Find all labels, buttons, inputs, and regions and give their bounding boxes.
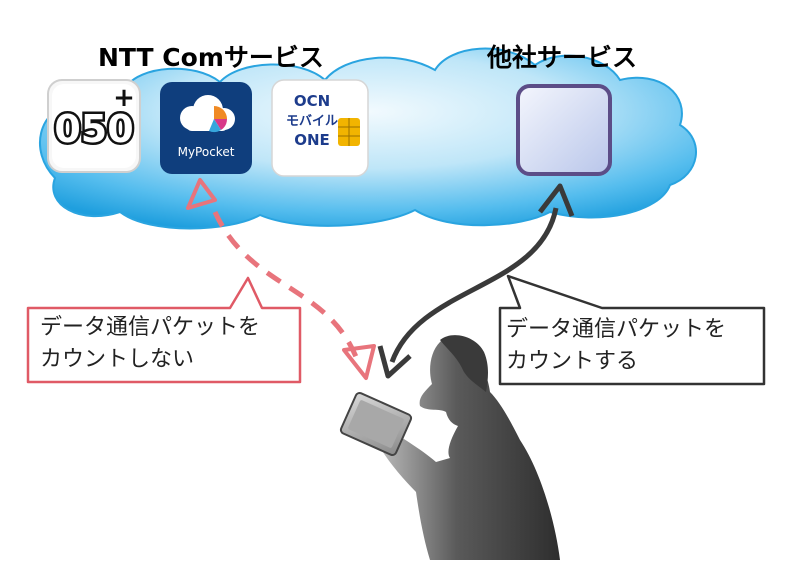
callout-not-counted-line2: カウントしない: [40, 347, 195, 372]
red-dashed-arrow: [186, 178, 376, 380]
callout-counted: [498, 274, 766, 386]
app-050-digits: 050: [54, 107, 133, 151]
app-050plus-tile: 050 050 +: [47, 79, 141, 173]
dark-bidirectional-arrow: [377, 183, 575, 379]
app-ocn-tile: OCN モバイル ONE: [271, 79, 369, 177]
cloud-icon: [180, 95, 235, 133]
plus-icon: +: [113, 83, 135, 113]
sim-card-icon: [338, 118, 360, 146]
other-services-label: 他社サービス: [487, 43, 638, 72]
callout-counted-text: データ通信パケットを カウントする: [506, 314, 726, 378]
ocn-line3: ONE: [294, 131, 330, 149]
callout-counted-line2: カウントする: [506, 349, 639, 374]
callout-not-counted: [26, 276, 302, 384]
callout-not-counted-text: データ通信パケットを カウントしない: [40, 312, 260, 376]
mypocket-label: MyPocket: [178, 145, 235, 159]
app-050-digits-inner: 050: [54, 107, 133, 151]
ocn-line1: OCN: [294, 92, 330, 110]
callout-not-counted-line1: データ通信パケットを: [40, 315, 261, 340]
ocn-line2: モバイル: [286, 114, 338, 129]
app-mypocket-tile: MyPocket: [160, 82, 252, 174]
other-service-tile: [516, 84, 612, 176]
ntt-services-label: NTT Comサービス: [98, 43, 324, 72]
person-silhouette: [372, 335, 560, 560]
tablet-icon: [339, 391, 413, 457]
callout-counted-line1: データ通信パケットを: [506, 317, 727, 342]
